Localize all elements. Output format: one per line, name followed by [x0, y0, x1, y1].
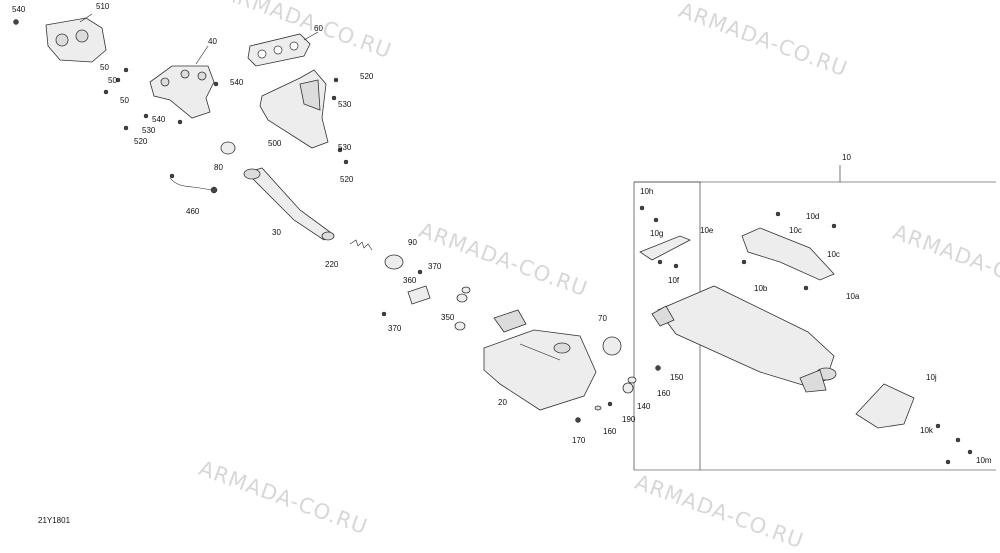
label-190: 190 — [622, 415, 636, 424]
exploded-parts-diagram: 540 510 40 60 50 50 50 540 520 530 540 5… — [12, 0, 1000, 553]
reference-code: 21Y1801 — [38, 516, 71, 525]
part-350-grommets — [454, 286, 471, 331]
label-10e: 10e — [700, 226, 714, 235]
part-40-exhaust-manifold — [149, 45, 215, 119]
hardware-140-190 — [575, 365, 661, 423]
label-460: 460 — [186, 207, 200, 216]
label-540: 540 — [152, 115, 166, 124]
label-10f: 10f — [668, 276, 680, 285]
part-60-gasket — [247, 31, 319, 67]
label-350: 350 — [441, 313, 455, 322]
label-70: 70 — [598, 314, 607, 323]
label-150: 150 — [670, 373, 684, 382]
label-160: 160 — [657, 389, 671, 398]
part-30-pipe — [243, 167, 335, 241]
label-10h: 10h — [640, 187, 654, 196]
diagram-drawing — [13, 13, 996, 471]
label-40: 40 — [208, 37, 217, 46]
part-10-silencer — [651, 285, 837, 393]
label-530: 530 — [338, 100, 352, 109]
label-520: 520 — [340, 175, 354, 184]
label-80: 80 — [214, 163, 223, 172]
part-20-muffler — [483, 309, 597, 411]
part-10a-shield — [741, 227, 835, 281]
label-10j: 10j — [926, 373, 937, 382]
label-170: 170 — [572, 436, 586, 445]
part-70-clamp — [602, 336, 622, 356]
label-220: 220 — [325, 260, 339, 269]
label-370: 370 — [428, 262, 442, 271]
label-90: 90 — [408, 238, 417, 247]
label-10a: 10a — [846, 292, 860, 301]
label-10: 10 — [842, 153, 851, 162]
label-30: 30 — [272, 228, 281, 237]
label-10b: 10b — [754, 284, 768, 293]
part-500-heat-shield — [259, 69, 329, 149]
part-10j-cover — [855, 383, 915, 429]
label-50: 50 — [120, 96, 129, 105]
label-10m: 10m — [976, 456, 992, 465]
label-540: 540 — [230, 78, 244, 87]
label-50: 50 — [100, 63, 109, 72]
label-10d: 10d — [806, 212, 820, 221]
label-370: 370 — [388, 324, 402, 333]
label-530: 530 — [142, 126, 156, 135]
label-530: 530 — [338, 143, 352, 152]
label-160: 160 — [603, 427, 617, 436]
label-360: 360 — [403, 276, 417, 285]
part-90-ring — [384, 254, 404, 270]
part-460-sensor — [169, 173, 218, 194]
part-510-manifold — [45, 13, 107, 63]
part-10e-bracket — [639, 235, 691, 261]
bolts — [103, 67, 973, 465]
label-520: 520 — [134, 137, 148, 146]
part-360-bracket — [407, 285, 431, 305]
label-50: 50 — [108, 76, 117, 85]
label-10k: 10k — [920, 426, 933, 435]
label-500: 500 — [268, 139, 282, 148]
label-140: 140 — [637, 402, 651, 411]
label-20: 20 — [498, 398, 507, 407]
label-510: 510 — [96, 2, 110, 11]
part-80-clamp — [220, 141, 236, 155]
label-10c: 10c — [827, 250, 840, 259]
label-520: 520 — [360, 72, 374, 81]
label-10c: 10c — [789, 226, 802, 235]
label-540: 540 — [12, 5, 26, 14]
bolt-540-icon — [13, 19, 19, 25]
label-60: 60 — [314, 24, 323, 33]
label-10g: 10g — [650, 229, 664, 238]
part-220-spring — [349, 239, 373, 251]
